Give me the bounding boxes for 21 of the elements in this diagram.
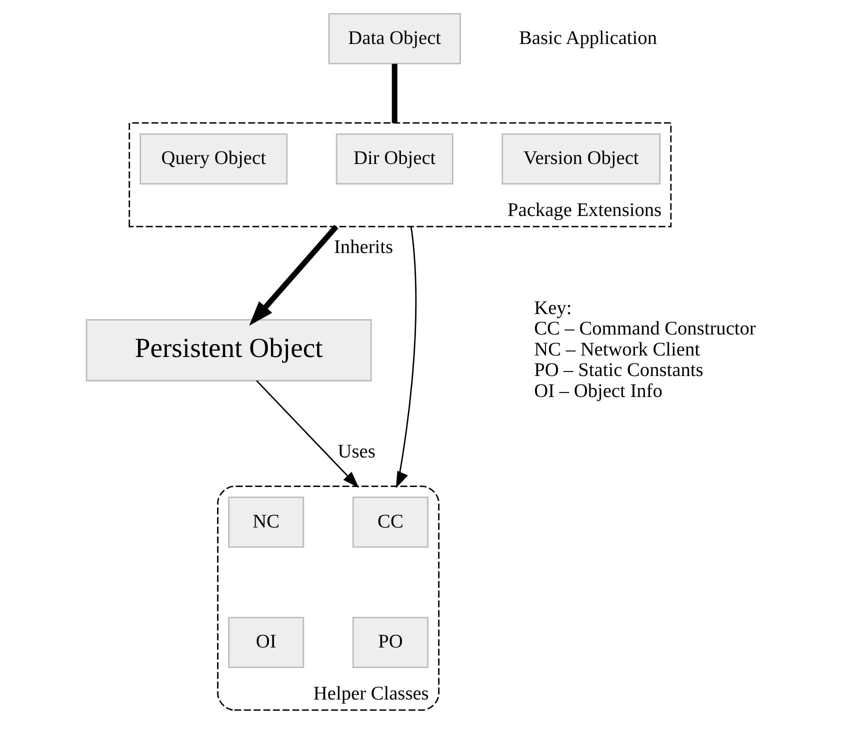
label: CC – Command Constructor bbox=[534, 318, 756, 340]
connector bbox=[392, 64, 398, 123]
node-box: Persistent Object bbox=[86, 319, 372, 382]
label: Key: bbox=[534, 298, 572, 319]
arrow bbox=[249, 224, 338, 326]
label: OI – Object Info bbox=[534, 380, 662, 402]
node-box: PO bbox=[352, 616, 428, 668]
node-label: Basic Application bbox=[519, 28, 658, 49]
edge-label: Uses bbox=[338, 442, 376, 463]
node-box: Query Object bbox=[140, 133, 288, 184]
arrow bbox=[396, 226, 417, 488]
label: PO – Static Constants bbox=[534, 360, 704, 382]
node-box: Version Object bbox=[502, 133, 661, 184]
edge-label: Inherits bbox=[334, 237, 394, 258]
node-box: OI bbox=[228, 616, 304, 668]
node-box: CC bbox=[352, 496, 428, 548]
node-box: NC bbox=[228, 496, 304, 548]
node-box: Data Object bbox=[328, 13, 461, 64]
arrow bbox=[256, 380, 359, 488]
node-box: Dir Object bbox=[336, 133, 454, 184]
label: NC – Network Client bbox=[534, 339, 700, 360]
